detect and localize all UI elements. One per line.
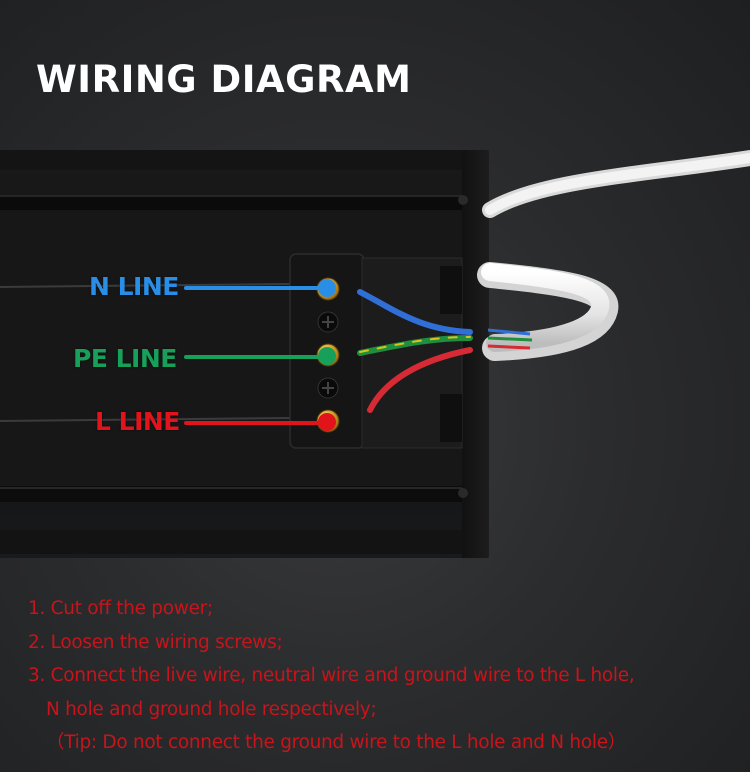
internal-wires xyxy=(357,289,473,413)
instruction-tip: （Tip: Do not connect the ground wire to … xyxy=(46,732,626,753)
l-line-label: L LINE xyxy=(95,407,180,436)
instruction-step-2: 2. Loosen the wiring screws; xyxy=(28,631,283,653)
instruction-step-1: 1. Cut off the power; xyxy=(28,598,213,619)
page-title: WIRING DIAGRAM xyxy=(36,58,412,101)
callout-lines xyxy=(184,279,336,431)
power-cable xyxy=(477,150,750,361)
instruction-step-3: 3. Connect the live wire, neutral wire a… xyxy=(28,665,635,686)
instructions: 1. Cut off the power; 2. Loosen the wiri… xyxy=(28,592,738,760)
n-line-label: N LINE xyxy=(89,272,179,301)
instruction-step-3-continued: N hole and ground hole respectively; xyxy=(46,698,377,720)
pe-line-label: PE LINE xyxy=(73,344,177,373)
